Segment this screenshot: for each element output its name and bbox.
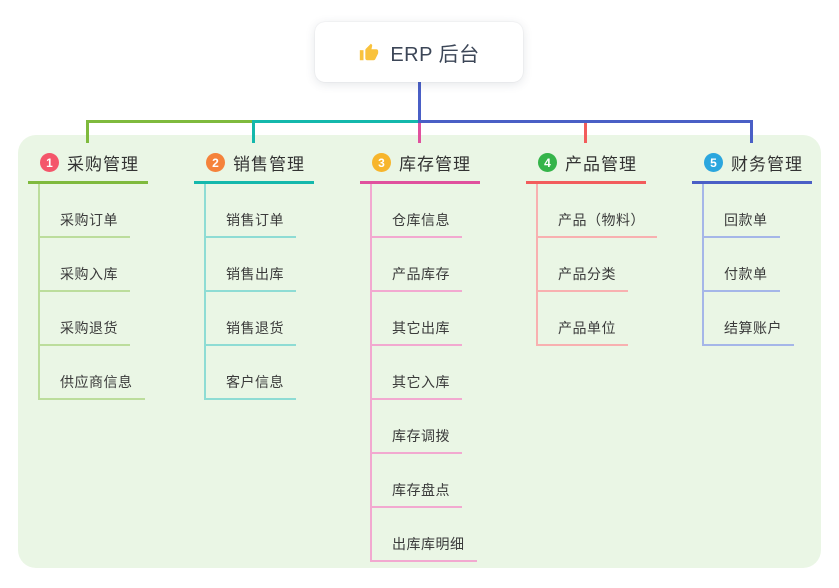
child-node: 采购退货 xyxy=(40,292,130,346)
branch-drop-line xyxy=(584,123,587,143)
branch-title: 1 采购管理 xyxy=(28,143,148,184)
child-node: 销售退货 xyxy=(206,292,296,346)
child-node: 库存盘点 xyxy=(372,454,462,508)
root-node: ERP 后台 xyxy=(315,22,523,82)
branch-label: 财务管理 xyxy=(731,155,803,174)
child-node: 出库库明细 xyxy=(372,508,477,562)
child-node: 付款单 xyxy=(704,238,780,292)
branch-number-badge: 1 xyxy=(40,153,59,172)
branch-children: 仓库信息产品库存其它出库其它入库库存调拨库存盘点出库库明细 xyxy=(370,184,477,562)
branch-children: 销售订单销售出库销售退货客户信息 xyxy=(204,184,296,400)
child-node: 产品（物料） xyxy=(538,184,657,238)
child-node: 其它出库 xyxy=(372,292,462,346)
branch-1: 1 采购管理采购订单采购入库采购退货供应商信息 xyxy=(28,143,148,400)
branch-children: 采购订单采购入库采购退货供应商信息 xyxy=(38,184,145,400)
branch-4: 4 产品管理产品（物料）产品分类产品单位 xyxy=(526,143,657,346)
branch-label: 库存管理 xyxy=(399,155,471,174)
branch-children: 产品（物料）产品分类产品单位 xyxy=(536,184,657,346)
branch-3: 3 库存管理仓库信息产品库存其它出库其它入库库存调拨库存盘点出库库明细 xyxy=(360,143,480,562)
child-node: 采购入库 xyxy=(40,238,130,292)
bus-segment-3 xyxy=(418,120,753,123)
branch-2: 2 销售管理销售订单销售出库销售退货客户信息 xyxy=(194,143,314,400)
branch-drop-line xyxy=(418,123,421,143)
child-node: 供应商信息 xyxy=(40,346,145,400)
child-node: 仓库信息 xyxy=(372,184,462,238)
bus-segment-1 xyxy=(86,120,252,123)
child-node: 产品库存 xyxy=(372,238,462,292)
root-label: ERP 后台 xyxy=(390,43,480,66)
branch-drop-line xyxy=(86,123,89,143)
branch-5: 5 财务管理回款单付款单结算账户 xyxy=(692,143,812,346)
branch-children: 回款单付款单结算账户 xyxy=(702,184,794,346)
bus-segment-2 xyxy=(252,120,418,123)
branch-number-badge: 3 xyxy=(372,153,391,172)
branch-number-badge: 2 xyxy=(206,153,225,172)
child-node: 产品分类 xyxy=(538,238,628,292)
branch-title: 2 销售管理 xyxy=(194,143,314,184)
branch-label: 销售管理 xyxy=(233,155,305,174)
root-connector-line xyxy=(418,82,421,123)
branch-drop-line xyxy=(750,123,753,143)
branch-title: 5 财务管理 xyxy=(692,143,812,184)
child-node: 销售出库 xyxy=(206,238,296,292)
child-node: 销售订单 xyxy=(206,184,296,238)
branch-number-badge: 5 xyxy=(704,153,723,172)
branch-label: 采购管理 xyxy=(67,155,139,174)
child-node: 其它入库 xyxy=(372,346,462,400)
child-node: 库存调拨 xyxy=(372,400,462,454)
branch-title: 4 产品管理 xyxy=(526,143,646,184)
child-node: 回款单 xyxy=(704,184,780,238)
branch-title: 3 库存管理 xyxy=(360,143,480,184)
child-node: 客户信息 xyxy=(206,346,296,400)
branch-drop-line xyxy=(252,123,255,143)
branches-panel xyxy=(18,135,821,568)
branch-number-badge: 4 xyxy=(538,153,557,172)
thumbs-up-icon xyxy=(360,43,379,61)
branch-label: 产品管理 xyxy=(565,155,637,174)
child-node: 采购订单 xyxy=(40,184,130,238)
child-node: 结算账户 xyxy=(704,292,794,346)
child-node: 产品单位 xyxy=(538,292,628,346)
